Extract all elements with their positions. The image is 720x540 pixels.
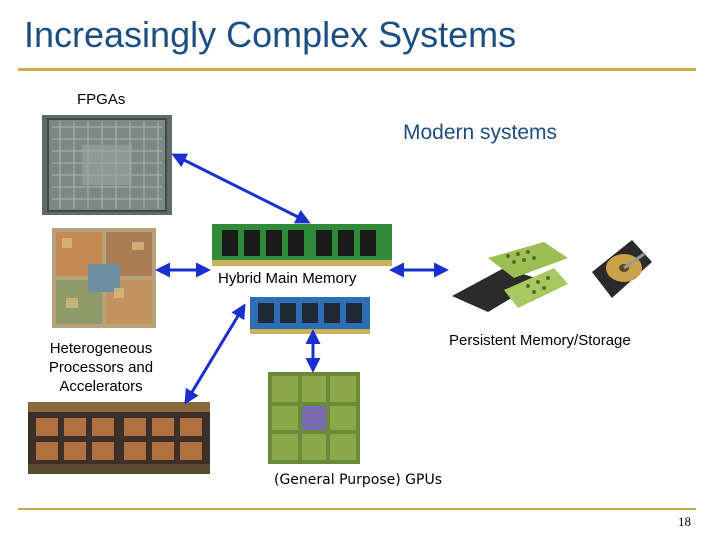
heterogeneous-label-line3: Accelerators [59, 378, 143, 395]
accelerator-die-image [28, 402, 210, 474]
fpga-memory-arrow [171, 153, 311, 224]
hybrid-memory-label: Hybrid Main Memory [218, 270, 357, 287]
gpu-die-image [268, 372, 360, 464]
footer-divider [18, 508, 696, 510]
fpga-chip-image [42, 115, 172, 215]
heterogeneous-label-line1: Heterogeneous [49, 340, 153, 357]
accelerator-memory-arrow [184, 303, 246, 405]
dram-module-image [212, 222, 392, 267]
gpus-label: (General Purpose) GPUs [274, 472, 443, 488]
flash-chips-image [448, 238, 570, 318]
hard-drive-image [588, 232, 656, 304]
processor-die-image [52, 228, 156, 328]
slide-title: Increasingly Complex Systems [24, 14, 517, 55]
title-divider [18, 68, 696, 71]
heterogeneous-label-line2: Processors and [48, 359, 154, 376]
fpgas-label: FPGAs [77, 91, 126, 108]
modern-systems-label: Modern systems [403, 121, 558, 144]
heterogeneous-label: Heterogeneous Processors and Accelerator… [40, 339, 162, 396]
page-number: 18 [678, 514, 691, 529]
persistent-storage-label: Persistent Memory/Storage [449, 332, 631, 349]
